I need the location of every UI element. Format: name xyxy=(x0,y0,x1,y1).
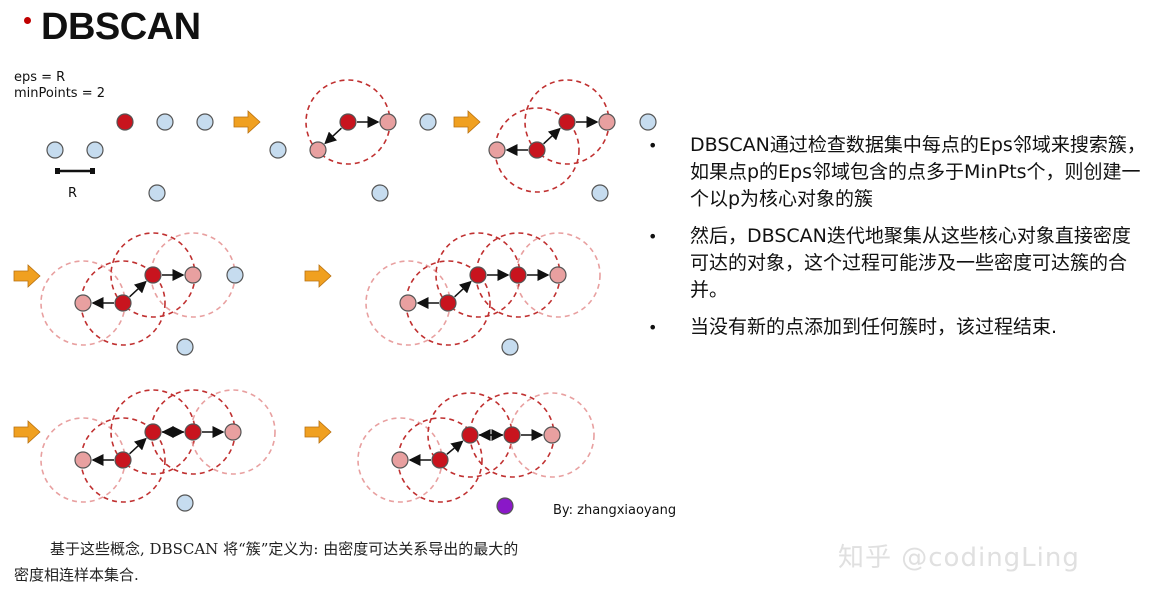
unvisited-point xyxy=(269,141,287,159)
eps-circle-light xyxy=(509,392,595,478)
bullet-icon: • xyxy=(648,136,658,155)
bullet-item: • 然后，DBSCAN迭代地聚集从这些核心对象直接密度可达的对象，这个过程可能涉及… xyxy=(648,223,1148,304)
reachability-arrow xyxy=(129,437,147,455)
eps-circle-dark xyxy=(397,417,483,503)
page-title: DBSCAN xyxy=(41,5,201,48)
caption-line-2: 密度相连样本集合. xyxy=(14,566,139,584)
step-arrow-icon xyxy=(233,110,261,134)
unvisited-point xyxy=(639,113,657,131)
border-point xyxy=(379,113,397,131)
bullet-icon: • xyxy=(648,227,658,246)
unvisited-point xyxy=(419,113,437,131)
border-point xyxy=(224,423,242,441)
step-arrow-icon xyxy=(453,110,481,134)
core-point xyxy=(144,266,162,284)
radius-bar-end xyxy=(55,168,60,174)
border-point xyxy=(391,451,409,469)
unvisited-point xyxy=(226,266,244,284)
core-point xyxy=(114,451,132,469)
border-point xyxy=(488,141,506,159)
reachability-arrow xyxy=(324,127,342,145)
unvisited-point xyxy=(176,338,194,356)
border-point xyxy=(74,451,92,469)
unvisited-point xyxy=(371,184,389,202)
unvisited-point xyxy=(501,338,519,356)
radius-bar-end xyxy=(90,168,95,174)
bullet-text: 当没有新的点添加到任何簇时，该过程结束. xyxy=(690,316,1058,338)
border-point xyxy=(74,294,92,312)
border-point xyxy=(399,294,417,312)
core-point xyxy=(184,423,202,441)
caption-line-1: 基于这些概念, DBSCAN 将“簇”定义为: 由密度可达关系导出的最大的 xyxy=(50,540,519,558)
watermark: 知乎 @codingLing xyxy=(838,543,1080,573)
step-arrow-icon xyxy=(13,420,41,444)
core-point xyxy=(558,113,576,131)
eps-circle-dark xyxy=(80,417,166,503)
bullet-list: • DBSCAN通过检查数据集中每点的Eps邻域来搜索簇，如果点p的Eps邻域包含… xyxy=(648,132,1148,351)
step-arrow-icon xyxy=(13,264,41,288)
border-point xyxy=(543,426,561,444)
step-arrow-icon xyxy=(304,420,332,444)
core-point xyxy=(116,113,134,131)
bullet-item: • DBSCAN通过检查数据集中每点的Eps邻域来搜索簇，如果点p的Eps邻域包含… xyxy=(648,132,1148,213)
step-arrow-icon xyxy=(304,264,332,288)
core-point xyxy=(509,266,527,284)
border-point xyxy=(598,113,616,131)
border-point xyxy=(309,141,327,159)
core-point xyxy=(114,294,132,312)
bullet-text: 然后，DBSCAN迭代地聚集从这些核心对象直接密度可达的对象，这个过程可能涉及一… xyxy=(690,225,1131,301)
figure-caption: 基于这些概念, DBSCAN 将“簇”定义为: 由密度可达关系导出的最大的 密度… xyxy=(14,536,694,588)
unvisited-point xyxy=(176,494,194,512)
core-point xyxy=(528,141,546,159)
author-credit: By: zhangxiaoyang xyxy=(553,503,677,518)
border-point xyxy=(184,266,202,284)
dbscan-diagram xyxy=(13,79,657,515)
core-point xyxy=(469,266,487,284)
core-point xyxy=(439,294,457,312)
eps-circle-dark xyxy=(494,107,580,193)
parameters: eps = R minPoints = 2 xyxy=(14,70,105,102)
border-point xyxy=(549,266,567,284)
noise-point xyxy=(496,497,514,515)
unvisited-point xyxy=(156,113,174,131)
reachability-arrow xyxy=(129,280,147,298)
eps-label: eps = R xyxy=(14,70,66,85)
title-area: DBSCAN xyxy=(24,2,201,52)
unvisited-point xyxy=(148,184,166,202)
radius-label: R xyxy=(68,186,78,201)
eps-circle-dark xyxy=(80,260,166,346)
eps-circle-light xyxy=(190,389,276,475)
unvisited-point xyxy=(46,141,64,159)
core-point xyxy=(144,423,162,441)
reachability-arrow xyxy=(454,280,472,298)
reachability-arrow xyxy=(446,440,464,455)
bullet-item: • 当没有新的点添加到任何簇时，该过程结束. xyxy=(648,314,1148,341)
core-point xyxy=(503,426,521,444)
reachability-arrow xyxy=(543,127,561,145)
unvisited-point xyxy=(86,141,104,159)
unvisited-point xyxy=(196,113,214,131)
unvisited-point xyxy=(591,184,609,202)
bullet-icon: • xyxy=(648,318,658,337)
title-bullet-icon xyxy=(24,16,31,24)
core-point xyxy=(461,426,479,444)
core-point xyxy=(431,451,449,469)
min-points-label: minPoints = 2 xyxy=(14,86,105,101)
eps-circle-light xyxy=(515,232,601,318)
eps-circle-dark xyxy=(405,260,491,346)
bullet-text: DBSCAN通过检查数据集中每点的Eps邻域来搜索簇，如果点p的Eps邻域包含的… xyxy=(690,134,1146,210)
core-point xyxy=(339,113,357,131)
